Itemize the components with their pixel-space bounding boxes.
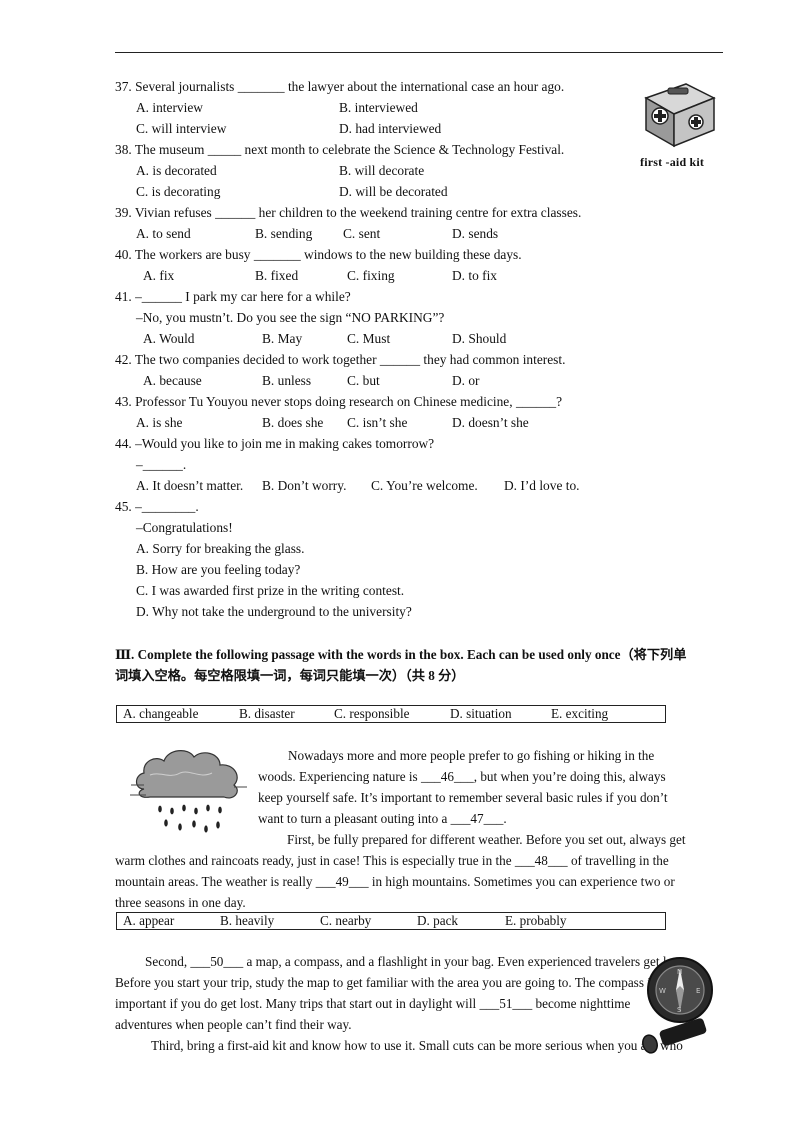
passage-paragraph-1: Nowadays more and more people prefer to …: [258, 745, 723, 829]
passage-line: warm clothes and raincoats ready, just i…: [115, 853, 669, 868]
q43-option-b: B. does she: [262, 415, 324, 430]
word-box-1-item: A. changeable: [123, 706, 199, 721]
q37-option-c: C. will interview: [136, 121, 227, 136]
passage-paragraph-3: Second, ___50___ a map, a compass, and a…: [115, 951, 723, 1035]
q37-option-b: B. interviewed: [339, 100, 418, 115]
q41-option-a: A. Would: [143, 331, 195, 346]
q44-option-a: A. It doesn’t matter.: [136, 478, 244, 493]
word-box-1: A. changeable B. disaster C. responsible…: [116, 705, 666, 723]
q43-option-c: C. isn’t she: [347, 415, 408, 430]
q41-option-b: B. May: [262, 331, 303, 346]
word-box-2-item: A. appear: [123, 913, 175, 928]
passage-line: mountain areas. The weather is really __…: [115, 874, 675, 889]
compass-icon: N S E W: [642, 957, 713, 1054]
word-box-2: A. appear B. heavily C. nearby D. pack E…: [116, 912, 666, 930]
q42-option-a: A. because: [143, 373, 202, 388]
word-box-2-item: C. nearby: [320, 913, 372, 928]
passage-line: three seasons in one day.: [115, 895, 246, 910]
question-39-stem: 39. Vivian refuses ______ her children t…: [115, 205, 582, 220]
passage-line: Before you start your trip, study the ma…: [115, 975, 657, 990]
q38-option-a: A. is decorated: [136, 163, 217, 178]
word-box-2-item: E. probably: [505, 913, 567, 928]
first-aid-kit-icon: [644, 83, 716, 148]
q40-option-b: B. fixed: [255, 268, 299, 283]
passage-paragraph-4: Third, bring a first-aid kit and know ho…: [115, 1035, 723, 1056]
svg-text:W: W: [659, 987, 666, 995]
question-43-stem: 43. Professor Tu Youyou never stops doin…: [115, 394, 563, 409]
svg-text:E: E: [696, 987, 700, 995]
word-box-1-item: C. responsible: [334, 706, 410, 721]
passage-line: Second, ___50___ a map, a compass, and a…: [145, 954, 686, 969]
first-aid-kit-label: first -aid kit: [640, 155, 705, 169]
passage-line: adventures when people can’t find their …: [115, 1017, 352, 1032]
svg-text:N: N: [677, 968, 682, 976]
word-box-2-item: D. pack: [417, 913, 459, 928]
question-42-stem: 42. The two companies decided to work to…: [115, 352, 566, 367]
passage-line: First, be fully prepared for different w…: [287, 832, 686, 847]
word-box-1-item: D. situation: [450, 706, 512, 721]
question-40-stem: 40. The workers are busy _______ windows…: [115, 247, 522, 262]
q41-option-c: C. Must: [347, 331, 391, 346]
word-box-2-item: B. heavily: [220, 913, 275, 928]
passage-line: woods. Experiencing nature is ___46___, …: [258, 769, 666, 784]
question-38-stem: 38. The museum _____ next month to celeb…: [115, 142, 565, 157]
q45-option-b: B. How are you feeling today?: [136, 562, 301, 577]
q42-option-c: C. but: [347, 373, 380, 388]
q43-option-a: A. is she: [136, 415, 183, 430]
word-box-1-item: B. disaster: [239, 706, 295, 721]
q41-reply: –No, you mustn’t. Do you see the sign “N…: [136, 310, 445, 325]
q44-option-b: B. Don’t worry.: [262, 478, 347, 493]
q44-option-c: C. You’re welcome.: [371, 478, 478, 493]
q40-option-d: D. to fix: [452, 268, 498, 283]
q45-option-a: A. Sorry for breaking the glass.: [136, 541, 305, 556]
q40-option-a: A. fix: [143, 268, 175, 283]
q39-option-b: B. sending: [255, 226, 313, 241]
question-37-stem: 37. Several journalists _______ the lawy…: [115, 79, 565, 94]
passage-line: Third, bring a first-aid kit and know ho…: [151, 1038, 683, 1053]
q41-option-d: D. Should: [452, 331, 507, 346]
q42-option-d: D. or: [452, 373, 480, 388]
q42-option-b: B. unless: [262, 373, 312, 388]
svg-text:S: S: [677, 1006, 682, 1014]
q40-option-c: C. fixing: [347, 268, 395, 283]
q43-option-d: D. doesn’t she: [452, 415, 529, 430]
section-3-instruction-line2: 词填入空格。每空格限填一词，每词只能填一次）（共 8 分）: [115, 668, 465, 683]
passage-line: keep yourself safe. It’s important to re…: [258, 790, 668, 805]
q37-option-d: D. had interviewed: [339, 121, 442, 136]
q45-reply: –Congratulations!: [136, 520, 233, 535]
q39-option-c: C. sent: [343, 226, 381, 241]
q45-option-c: C. I was awarded first prize in the writ…: [136, 583, 405, 598]
q39-option-d: D. sends: [452, 226, 499, 241]
question-41-stem: 41. –______ I park my car here for a whi…: [115, 289, 351, 304]
question-44-stem: 44. –Would you like to join me in making…: [115, 436, 435, 451]
section-3-instruction-line1: Ⅲ. Complete the following passage with t…: [115, 647, 687, 662]
passage-paragraph-2: First, be fully prepared for different w…: [115, 829, 723, 913]
q44-option-d: D. I’d love to.: [504, 478, 580, 493]
passage-line: Nowadays more and more people prefer to …: [288, 748, 655, 763]
q39-option-a: A. to send: [136, 226, 191, 241]
rain-cloud-icon: [130, 750, 247, 833]
header-rule: [115, 52, 723, 53]
passage-line: want to turn a pleasant outing into a __…: [258, 811, 507, 826]
word-box-1-item: E. exciting: [551, 706, 609, 721]
question-45-stem: 45. –________.: [115, 499, 199, 514]
q38-option-d: D. will be decorated: [339, 184, 448, 199]
q45-option-d: D. Why not take the underground to the u…: [136, 604, 412, 619]
q37-option-a: A. interview: [136, 100, 203, 115]
passage-line: important if you do get lost. Many trips…: [115, 996, 631, 1011]
q38-option-b: B. will decorate: [339, 163, 425, 178]
q38-option-c: C. is decorating: [136, 184, 221, 199]
q44-blank: –______.: [136, 457, 187, 472]
